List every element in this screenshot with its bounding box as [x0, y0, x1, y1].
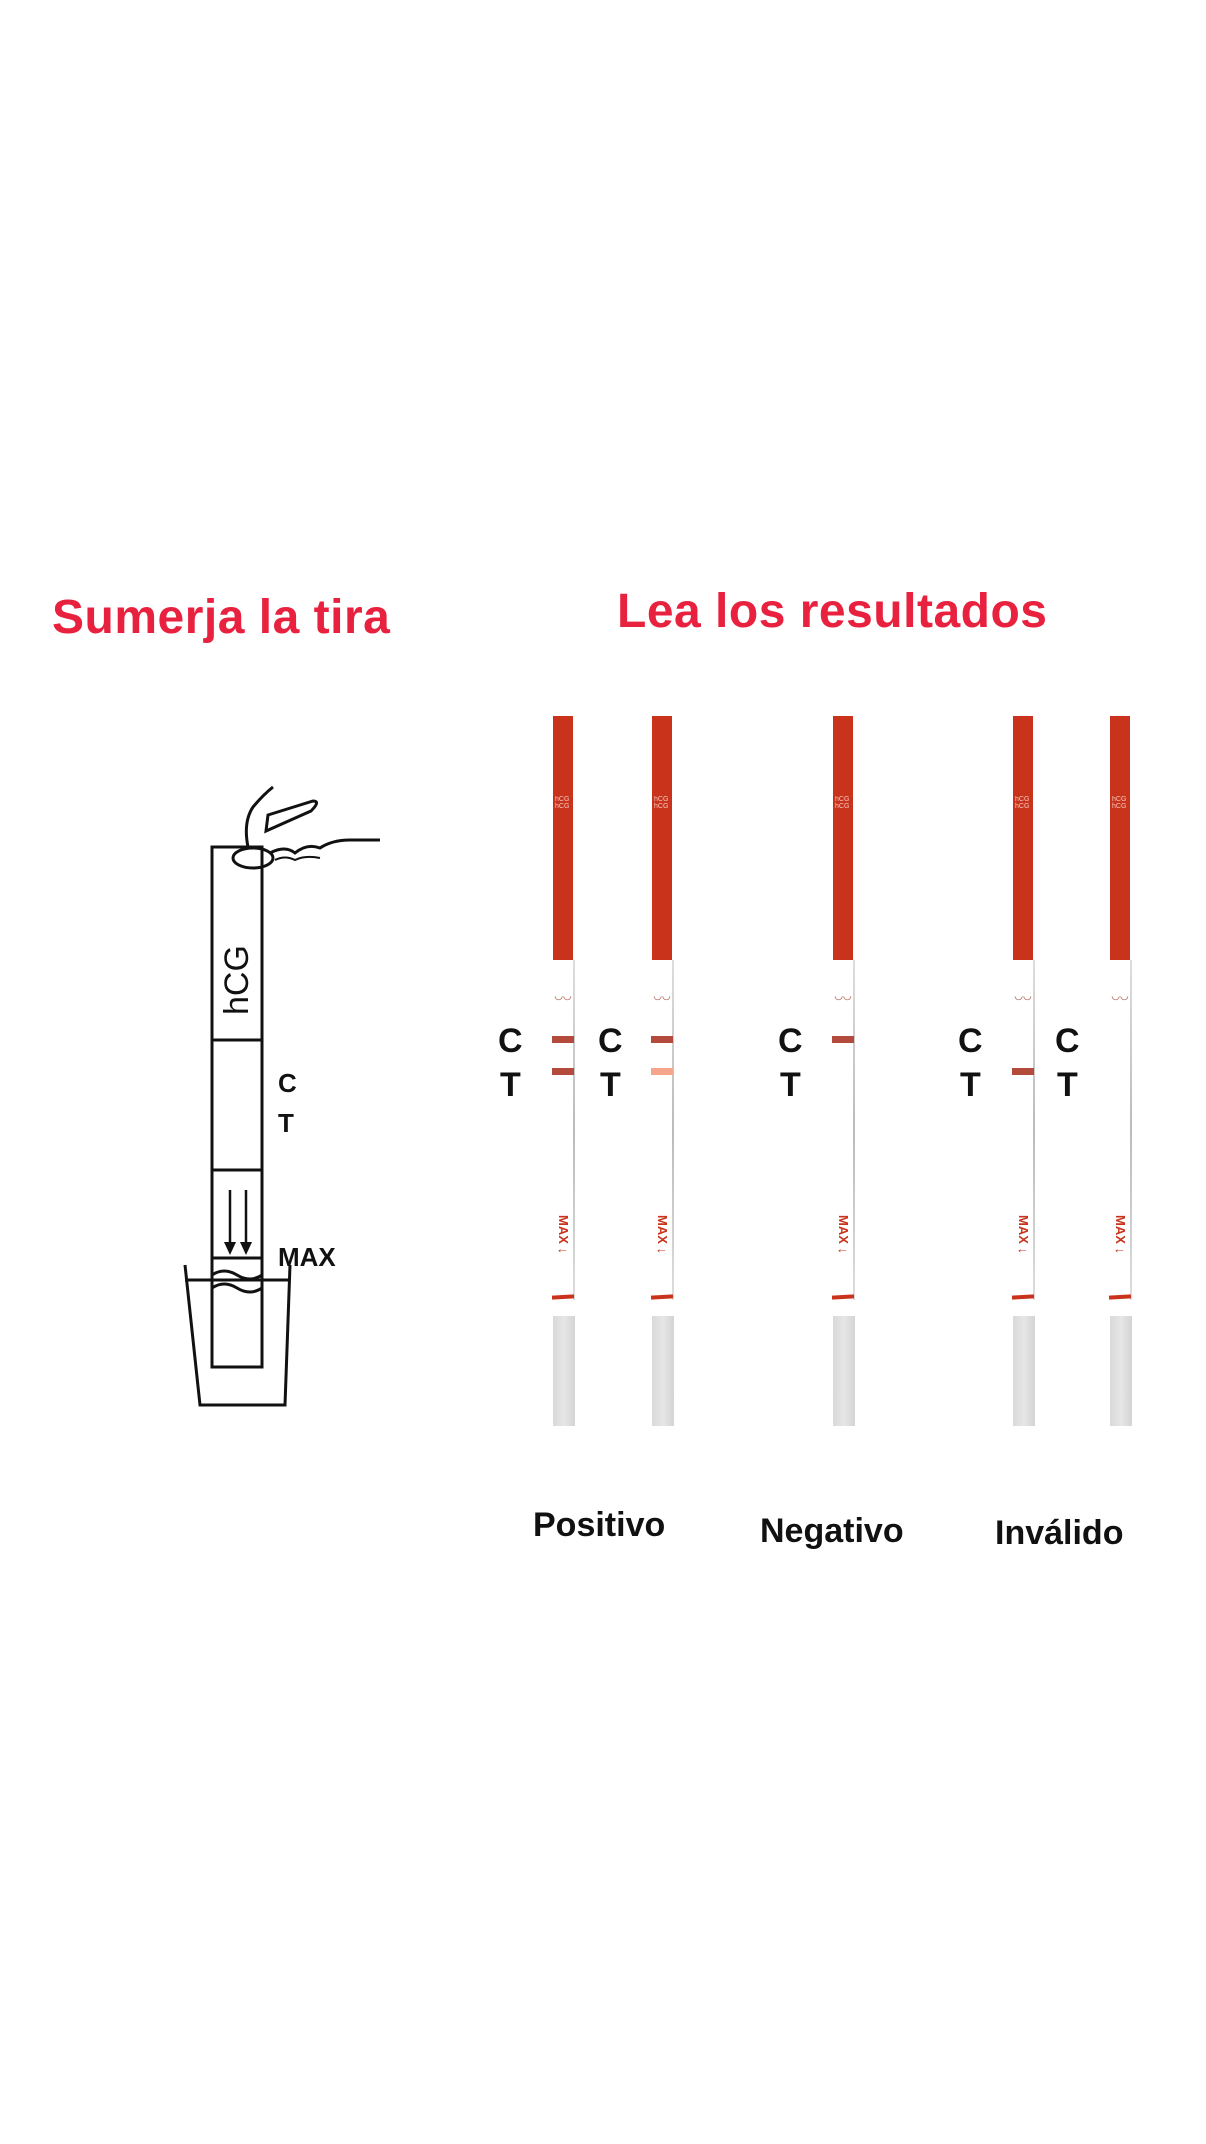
absorbent-tip: [1110, 1316, 1132, 1426]
hcg-label: hCG: [218, 945, 256, 1015]
strip-1-t-label: T: [500, 1066, 521, 1104]
control-line: [832, 1036, 854, 1043]
max-mark: MAX ↓: [1016, 1214, 1031, 1254]
wave-mark-icon: ◡◡: [1014, 991, 1032, 1002]
test-strip-negative: hCG hCG ◡◡ MAX ↓: [831, 716, 855, 1426]
max-line: [831, 1294, 855, 1300]
test-line: [1012, 1068, 1034, 1075]
strip-2-t-label: T: [600, 1066, 621, 1104]
wave-mark-icon: ◡◡: [653, 991, 671, 1002]
result-negative-label: Negativo: [760, 1512, 904, 1550]
read-results-heading: Lea los resultados: [617, 585, 1048, 638]
wave-mark-icon: ◡◡: [834, 991, 852, 1002]
test-line: [552, 1068, 574, 1075]
wave-mark-icon: ◡◡: [1111, 991, 1129, 1002]
absorbent-tip: [833, 1316, 855, 1426]
max-line: [1108, 1294, 1132, 1300]
test-line-faint: [651, 1068, 673, 1075]
strip-4-t-label: T: [960, 1066, 981, 1104]
absorbent-tip: [553, 1316, 575, 1426]
result-positive-label: Positivo: [533, 1506, 666, 1544]
strip-3-t-label: T: [780, 1066, 801, 1104]
hand-dipping-strip-icon: [183, 785, 380, 1407]
c-label: C: [278, 1068, 297, 1098]
test-strip-positive-strong: hCG hCG ◡◡ MAX ↓: [551, 716, 575, 1426]
brand-print-icon: hCG hCG: [835, 796, 850, 810]
strip-2-c-label: C: [598, 1022, 623, 1060]
dip-illustration: hCG C T MAX: [150, 770, 400, 1430]
wave-mark-icon: ◡◡: [554, 991, 572, 1002]
result-invalid-label: Inválido: [995, 1514, 1124, 1552]
strip-3-c-label: C: [778, 1022, 803, 1060]
test-strip-invalid-none: hCG hCG ◡◡ MAX ↓: [1108, 716, 1132, 1426]
brand-print-icon: hCG hCG: [1015, 796, 1030, 810]
test-strip-invalid-t-only: hCG hCG ◡◡ MAX ↓: [1011, 716, 1035, 1426]
max-mark: MAX ↓: [1113, 1214, 1128, 1254]
absorbent-tip: [1013, 1316, 1035, 1426]
test-strip-positive-faint: hCG hCG ◡◡ MAX ↓: [650, 716, 674, 1426]
absorbent-tip: [652, 1316, 674, 1426]
brand-print-icon: hCG hCG: [555, 796, 570, 810]
max-mark: MAX ↓: [556, 1214, 571, 1254]
brand-print-icon: hCG hCG: [654, 796, 669, 810]
max-mark: MAX ↓: [655, 1214, 670, 1254]
max-label: MAX: [278, 1242, 336, 1272]
max-line: [551, 1294, 575, 1300]
strip-1-c-label: C: [498, 1022, 523, 1060]
max-line: [650, 1294, 674, 1300]
strip-4-c-label: C: [958, 1022, 983, 1060]
strip-5-c-label: C: [1055, 1022, 1080, 1060]
strip-5-t-label: T: [1057, 1066, 1078, 1104]
control-line: [552, 1036, 574, 1043]
max-line: [1011, 1294, 1035, 1300]
t-label: T: [278, 1108, 294, 1138]
dip-strip-heading: Sumerja la tira: [52, 591, 391, 644]
control-line: [651, 1036, 673, 1043]
max-mark: MAX ↓: [836, 1214, 851, 1254]
brand-print-icon: hCG hCG: [1112, 796, 1127, 810]
